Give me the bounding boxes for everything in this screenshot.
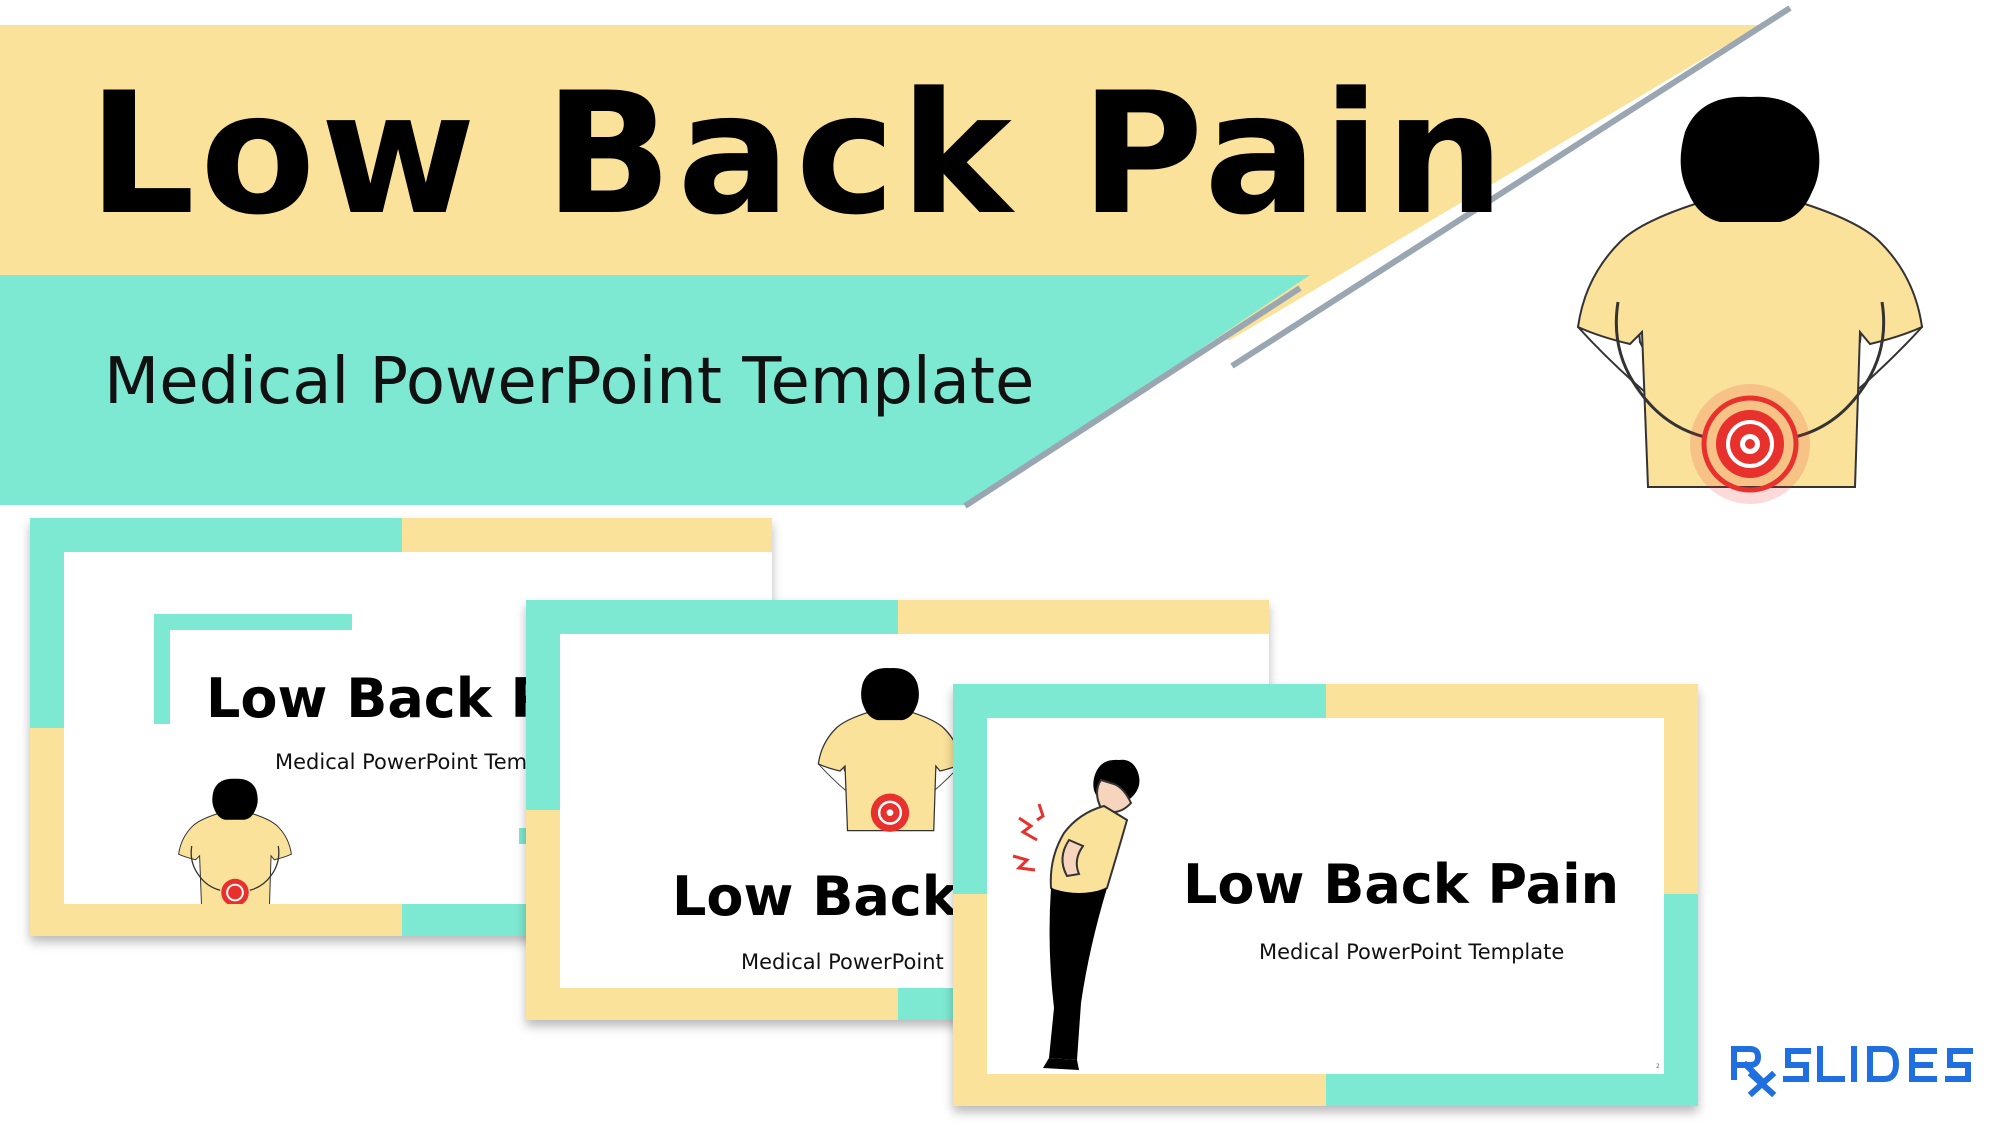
person-back-pain-icon — [178, 778, 292, 904]
diagonal-accent-line-1 — [1230, 5, 1792, 369]
slide3-yellow-band-right — [1664, 684, 1698, 894]
slide2-mint-band-left — [526, 600, 560, 810]
slide2-title: Low Back — [672, 865, 958, 928]
slide1-yellow-band-bottom — [30, 904, 402, 936]
hero-subtitle: Medical PowerPoint Template — [104, 345, 1035, 419]
slide3-mint-band-top — [953, 684, 1326, 718]
slide1-accent-bracket-v — [154, 614, 170, 724]
slide3-page-number: 2 — [1656, 1063, 1660, 1070]
slide1-accent-bracket-h — [154, 614, 352, 630]
pain-spark-icon — [1012, 803, 1045, 872]
slide2-subtitle: Medical PowerPoint — [741, 950, 944, 974]
person-bending-icon — [1012, 759, 1140, 1070]
slide1-yellow-band-top — [402, 518, 772, 552]
slide1-subtitle: Medical PowerPoint Templa — [275, 750, 560, 774]
hero-yellow-band — [0, 25, 1760, 340]
slide3-canvas: Low Back Pain Medical PowerPoint Templat… — [987, 718, 1664, 1074]
slide3-mint-band-right — [1664, 894, 1698, 1106]
diagonal-accent-line-2 — [963, 285, 1302, 509]
rxslides-logo — [1731, 1046, 1973, 1097]
slide3-yellow-band-top — [1326, 684, 1698, 718]
slide3-yellow-band-left — [953, 894, 987, 1106]
slide1-mint-band-top — [30, 518, 402, 552]
slide1-title: Low Back P — [206, 667, 551, 730]
person-back-pain-icon — [1576, 96, 1924, 504]
pain-target-icon — [1690, 384, 1810, 504]
slide2-yellow-band-bottom — [526, 988, 898, 1020]
slide2-yellow-band-top — [898, 600, 1269, 634]
slide3-mint-band-bottom — [1326, 1074, 1698, 1106]
slide3-yellow-band-bottom — [953, 1074, 1326, 1106]
hero-mint-band — [0, 275, 1310, 505]
person-back-pain-icon — [817, 667, 963, 832]
slide2-mint-band-top — [526, 600, 898, 634]
slide-thumbnail-3[interactable]: Low Back Pain Medical PowerPoint Templat… — [953, 684, 1698, 1106]
slide2-yellow-band-left — [526, 810, 560, 1020]
hero-title: Low Back Pain — [88, 56, 1510, 252]
slide3-subtitle: Medical PowerPoint Template — [1259, 940, 1565, 964]
slide3-mint-band-left — [953, 684, 987, 894]
slide3-title: Low Back Pain — [1183, 853, 1620, 916]
slide1-mint-band-left — [30, 518, 64, 728]
slide1-yellow-band-left — [30, 728, 64, 936]
